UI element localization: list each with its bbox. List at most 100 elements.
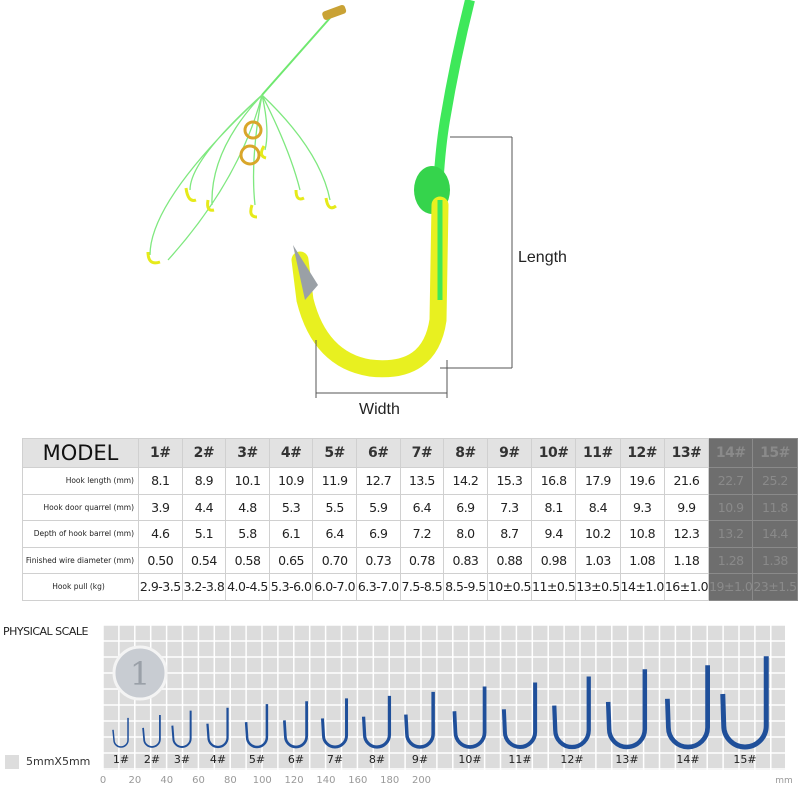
- table-cell: 25.2: [752, 467, 798, 495]
- table-cell: 9.9: [663, 493, 710, 521]
- row-label: Hook length (mm): [22, 467, 139, 495]
- model-header-cell: 5#: [312, 438, 357, 468]
- table-header-row: MODEL 1#2#3#4#5#6#7#8#9#10#11#12#13#14#1…: [22, 438, 798, 468]
- hook-icon: [142, 714, 161, 748]
- axis-tick-label: 0: [100, 775, 106, 786]
- table-cell: 6.0-7.0: [312, 573, 357, 601]
- table-cell: 0.78: [399, 546, 445, 574]
- axis-unit: mm: [775, 776, 793, 786]
- hook-icon: [206, 707, 229, 749]
- hook-icon: [171, 710, 192, 748]
- table-cell: 4.8: [225, 493, 270, 521]
- table-cell: 1.08: [619, 546, 665, 574]
- model-header-cell: 4#: [268, 438, 314, 468]
- table-cell: 16.8: [531, 467, 577, 495]
- table-cell: 14.4: [752, 520, 798, 548]
- row-label: Finished wire diameter (mm): [22, 546, 139, 574]
- table-cell: 4.6: [138, 520, 183, 548]
- table-cell: 6.4: [399, 493, 445, 521]
- table-cell: 5.5: [312, 493, 357, 521]
- dimension-lines: [315, 136, 513, 398]
- hook-size-label: 8#: [369, 753, 385, 766]
- axis-tick-label: 40: [160, 775, 173, 786]
- model-header-cell: 7#: [399, 438, 445, 468]
- model-header-cell: 13#: [663, 438, 710, 468]
- table-cell: 12.7: [355, 467, 401, 495]
- table-cell: 1.03: [575, 546, 621, 574]
- model-header-cell: 15#: [752, 438, 798, 468]
- table-cell: 0.65: [268, 546, 314, 574]
- hook-size-label: 2#: [144, 753, 160, 766]
- hook-icon: [112, 717, 129, 748]
- hook-size-label: 3#: [174, 753, 190, 766]
- table-cell: 0.88: [486, 546, 533, 574]
- model-header-cell: 12#: [619, 438, 665, 468]
- hook-icon: [283, 701, 308, 749]
- axis-tick-label: 180: [380, 775, 399, 786]
- table-cell: 6.4: [312, 520, 357, 548]
- table-cell: 0.83: [443, 546, 488, 574]
- hook-size-label: 6#: [288, 753, 304, 766]
- table-cell: 8.5-9.5: [443, 573, 488, 601]
- spec-table: MODEL 1#2#3#4#5#6#7#8#9#10#11#12#13#14#1…: [22, 438, 798, 601]
- legend-label: 5mmX5mm: [26, 755, 91, 768]
- table-cell: 10.8: [619, 520, 665, 548]
- table-cell: 8.7: [486, 520, 533, 548]
- width-label: Width: [359, 401, 400, 418]
- table-cell: 22.7: [708, 467, 754, 495]
- model-header-cell: 8#: [443, 438, 488, 468]
- hook-icon: [665, 665, 710, 750]
- hook-size-label: 13#: [615, 753, 638, 766]
- model-header-cell: 6#: [355, 438, 401, 468]
- table-cell: 5.3-6.0: [268, 573, 314, 601]
- table-cell: 14±1.0: [619, 573, 665, 601]
- table-cell: 1.38: [752, 546, 798, 574]
- table-cell: 10±0.5: [486, 573, 533, 601]
- table-cell: 14.2: [443, 467, 488, 495]
- physical-scale-title: PHYSICAL SCALE: [3, 625, 88, 638]
- table-cell: 15.3: [486, 467, 533, 495]
- table-cell: 8.1: [531, 493, 577, 521]
- table-cell: 8.4: [575, 493, 621, 521]
- hook-size-label: 5#: [249, 753, 265, 766]
- model-header: MODEL: [22, 438, 139, 468]
- hook-size-label: 14#: [676, 753, 699, 766]
- rig-illustration: [146, 4, 347, 265]
- coin-value: 1: [130, 655, 150, 693]
- table-cell: 9.4: [531, 520, 577, 548]
- table-cell: 3.2-3.8: [181, 573, 227, 601]
- table-cell: 11±0.5: [531, 573, 577, 601]
- table-cell: 6.9: [443, 493, 488, 521]
- table-cell: 4.0-4.5: [225, 573, 270, 601]
- table-cell: 1.28: [708, 546, 754, 574]
- axis-tick-label: 120: [285, 775, 304, 786]
- table-cell: 12.3: [663, 520, 710, 548]
- table-cell: 6.9: [355, 520, 401, 548]
- table-cell: 10.9: [268, 467, 314, 495]
- row-label: Hook pull (kg): [22, 573, 139, 601]
- hook-size-label: 4#: [210, 753, 226, 766]
- hook-size-label: 1#: [113, 753, 129, 766]
- table-cell: 7.3: [486, 493, 533, 521]
- table-cell: 5.1: [181, 520, 227, 548]
- row-label: Hook door quarrel (mm): [22, 493, 139, 521]
- coin-icon: [112, 645, 168, 701]
- model-header-cell: 10#: [531, 438, 577, 468]
- axis-tick-label: 80: [224, 775, 237, 786]
- hook-icon: [361, 695, 392, 749]
- table-cell: 7.2: [399, 520, 445, 548]
- table-cell: 8.0: [443, 520, 488, 548]
- table-cell: 5.3: [268, 493, 314, 521]
- table-cell: 19.6: [619, 467, 665, 495]
- length-label: Length: [518, 249, 567, 266]
- table-cell: 9.3: [619, 493, 665, 521]
- table-cell: 1.18: [663, 546, 710, 574]
- table-cell: 0.73: [355, 546, 401, 574]
- table-cell: 5.8: [225, 520, 270, 548]
- table-cell: 0.98: [531, 546, 577, 574]
- table-cell: 0.58: [225, 546, 270, 574]
